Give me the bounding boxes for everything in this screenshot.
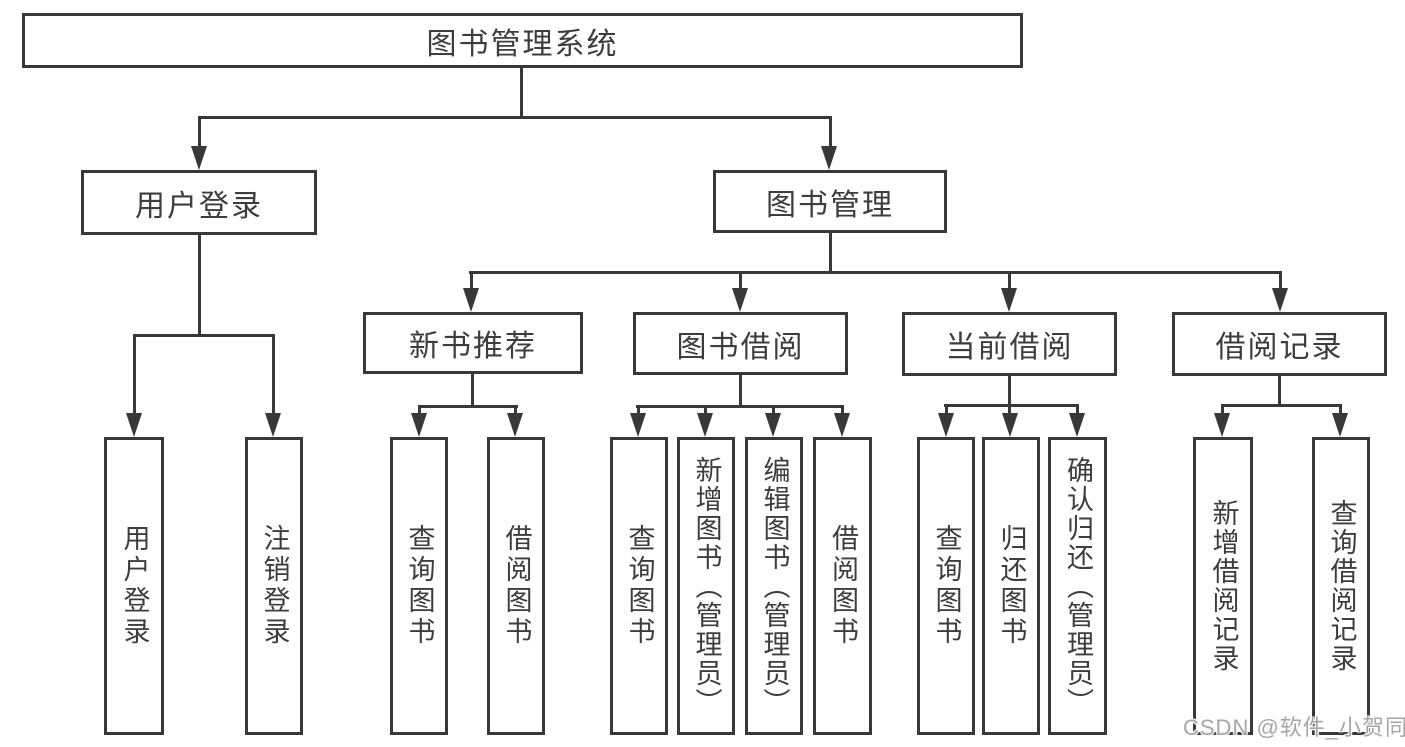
- connector-line: [418, 406, 421, 416]
- connector-line: [704, 406, 707, 416]
- connector-line: [739, 273, 742, 291]
- connector-line: [470, 273, 473, 291]
- leaf-current-return-books: 归还图书: [982, 437, 1040, 735]
- connector-line: [1008, 376, 1011, 415]
- connector-line: [198, 116, 832, 119]
- leaf-record-query-borrow-record: 查询借阅记录: [1312, 437, 1370, 735]
- connector-line: [1221, 404, 1342, 407]
- leaf-record-add-borrow-record: 新增借阅记录: [1193, 437, 1253, 735]
- leaf-newbook-borrow-books: 借阅图书: [487, 437, 545, 735]
- connector-line: [198, 235, 201, 336]
- connector-line: [520, 66, 523, 118]
- connector-line: [471, 374, 474, 408]
- node-book-borrow: 图书借阅: [633, 312, 848, 375]
- arrow-down-icon: [821, 146, 837, 170]
- connector-line: [739, 375, 742, 408]
- arrow-down-icon: [507, 413, 523, 437]
- leaf-user-login: 用户登录: [104, 437, 164, 735]
- arrow-down-icon: [732, 288, 748, 312]
- leaf-logout-login: 注销登录: [245, 437, 303, 735]
- arrow-down-icon: [938, 413, 954, 437]
- connector-line: [1076, 405, 1079, 415]
- connector-line: [469, 271, 1282, 274]
- arrow-down-icon: [630, 413, 646, 437]
- connector-line: [1279, 273, 1282, 291]
- arrow-down-icon: [1214, 413, 1230, 437]
- connector-line: [772, 406, 775, 416]
- connector-line: [133, 334, 275, 337]
- connector-line: [1008, 273, 1011, 291]
- leaf-borrow-query-books: 查询图书: [610, 437, 668, 735]
- connector-line: [944, 404, 1079, 407]
- connector-line: [636, 405, 844, 408]
- connector-line: [418, 405, 518, 408]
- leaf-borrow-borrow-books: 借阅图书: [813, 437, 872, 735]
- connector-line: [945, 405, 948, 415]
- node-book-management: 图书管理: [713, 170, 947, 233]
- connector-line: [829, 117, 832, 148]
- arrow-down-icon: [834, 413, 850, 437]
- csdn-watermark: CSDN @软件_小贺同学: [1183, 715, 1405, 740]
- arrow-down-icon: [697, 413, 713, 437]
- arrow-down-icon: [191, 146, 207, 170]
- leaf-newbook-query-books: 查询图书: [390, 437, 448, 735]
- leaf-current-confirm-return-admin: 确认归还（管理员）: [1048, 437, 1107, 735]
- connector-line: [133, 335, 136, 415]
- arrow-down-icon: [1272, 288, 1288, 312]
- leaf-borrow-edit-books-admin: 编辑图书（管理员）: [745, 437, 803, 735]
- connector-line: [514, 406, 517, 416]
- connector-line: [1339, 405, 1342, 415]
- arrow-down-icon: [1069, 413, 1085, 437]
- arrow-down-icon: [1001, 288, 1017, 312]
- node-new-book-recommend: 新书推荐: [363, 312, 583, 374]
- arrow-down-icon: [765, 413, 781, 437]
- node-current-borrow: 当前借阅: [902, 312, 1117, 376]
- connector-line: [1278, 376, 1281, 407]
- leaf-borrow-add-books-admin: 新增图书（管理员）: [677, 437, 735, 735]
- connector-line: [829, 233, 832, 274]
- connector-line: [841, 406, 844, 416]
- arrow-down-icon: [265, 413, 281, 437]
- arrow-down-icon: [126, 413, 142, 437]
- node-root: 图书管理系统: [22, 13, 1023, 68]
- connector-line: [272, 335, 275, 415]
- arrow-down-icon: [411, 413, 427, 437]
- arrow-down-icon: [463, 288, 479, 312]
- arrow-down-icon: [1332, 413, 1348, 437]
- node-user-login: 用户登录: [81, 170, 317, 235]
- node-borrow-record: 借阅记录: [1172, 312, 1387, 376]
- arrow-down-icon: [1002, 413, 1018, 437]
- connector-line: [637, 406, 640, 416]
- connector-line: [1221, 405, 1224, 415]
- connector-line: [198, 117, 201, 148]
- leaf-current-query-books: 查询图书: [917, 437, 975, 735]
